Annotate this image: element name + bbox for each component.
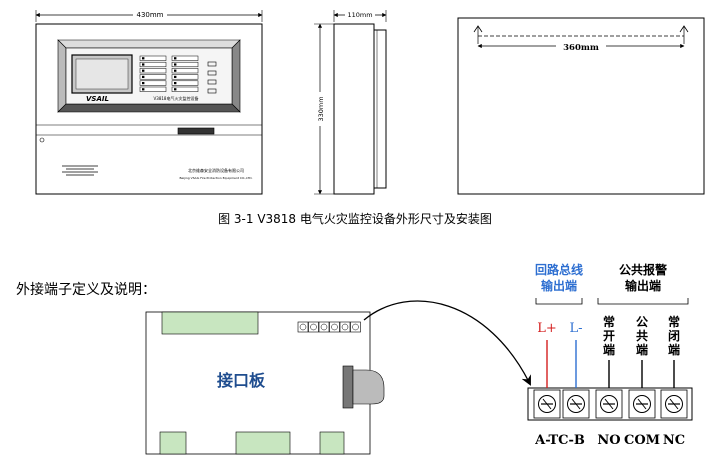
board-connector-top (161, 311, 259, 335)
keypad-key-led (174, 75, 177, 78)
board-label: 接口板 (217, 371, 266, 390)
front-width-label: 430mm (137, 11, 164, 19)
terminal-label-char: 共 (636, 328, 648, 343)
terminal-label-char: 公 (636, 315, 648, 329)
terminal-label-char: 常 (668, 314, 680, 329)
terminal-label-char: 闭 (668, 328, 680, 343)
loop-bus-bracket (535, 298, 583, 305)
board-terminal-screw (350, 321, 361, 333)
company-name-en: Beijing VSAIL Fire Protection Equipment … (179, 176, 252, 180)
keypad-key (139, 74, 167, 80)
keypad-key-led (174, 82, 177, 85)
board-connector-bottom-2 (235, 431, 291, 455)
terminal-code-no: NO (597, 433, 620, 448)
terminal-label-char: 端 (668, 342, 680, 357)
terminal-label-char: 开 (603, 329, 615, 343)
front-view: 430mm VSAIL V3818电气火灾监控设备 (35, 8, 263, 195)
board-terminal-screw-head (331, 323, 338, 331)
board-terminal-screw-head (299, 323, 307, 331)
terminal-screw-slot (571, 398, 581, 410)
terminal-screw-slot (669, 398, 679, 410)
connection-arrow (363, 300, 531, 386)
cabinet-side (333, 23, 375, 195)
loop-bus-title-line1: 回路总线 (535, 262, 583, 277)
keypad-key-led (174, 57, 177, 60)
alarm-title-line1: 公共报警 (619, 262, 667, 277)
terminal-label-char: 端 (636, 342, 648, 357)
keypad-key (171, 55, 199, 61)
terminal-code-nc: NC (663, 433, 685, 448)
keypad-key (139, 68, 167, 74)
keypad-key-led (174, 69, 177, 72)
terminal-screw-slot (542, 398, 552, 410)
board-outline (145, 311, 371, 455)
terminal-label: L+ (537, 321, 557, 336)
interface-board: 接口板 (145, 311, 385, 455)
keypad-key (139, 86, 167, 92)
terminal-group-loop-bus: 回路总线 输出端 (535, 262, 583, 305)
keypad-key-led (142, 69, 145, 72)
terminal-screw-slot (637, 398, 647, 410)
terminal-label-char: 常 (603, 314, 615, 329)
hole-spacing-label: 360mm (563, 43, 599, 53)
board-terminal-screw (318, 321, 330, 333)
keypad-key-led (174, 88, 177, 91)
board-terminal-screw-head (320, 323, 328, 331)
terminal-code-bus: A-TC-B (534, 433, 585, 448)
model-text: V3818电气火灾监控设备 (154, 95, 199, 101)
keypad-key (171, 61, 199, 68)
terminal-group-alarm: 公共报警 输出端 (597, 262, 689, 305)
ribbon-cable (342, 365, 385, 409)
keypad-key-led (142, 63, 145, 66)
keypad-key (139, 55, 167, 61)
keypad-key (171, 80, 199, 86)
alarm-bracket (597, 298, 689, 305)
keypad-key (139, 61, 167, 68)
board-terminal-screw-head (352, 323, 359, 331)
height-label: 330mm (317, 96, 325, 121)
keypad-key-led (142, 88, 145, 91)
company-name-cn: 北京维森安全消防设备有限公司 (188, 167, 244, 173)
side-view: 110mm 330mm (313, 9, 387, 195)
keypad (139, 55, 199, 92)
section-heading: 外接端子定义及说明： (16, 281, 156, 298)
printer-slot (177, 127, 215, 135)
board-terminal-screw (297, 321, 309, 333)
terminal-code-com: COM (624, 433, 660, 448)
keypad-key (139, 80, 167, 86)
board-terminal-screw (329, 321, 340, 333)
mounting-hole-right (679, 25, 689, 33)
figure-caption: 图 3-1 V3818 电气火灾监控设备外形尺寸及安装图 (218, 211, 492, 226)
terminal-screw-slot (604, 398, 614, 410)
vent-grille (62, 165, 98, 176)
board-terminal-strip (297, 321, 361, 333)
mounting-hole-left (473, 25, 483, 33)
keypad-key-led (142, 82, 145, 85)
board-terminal-screw (308, 321, 319, 333)
loop-bus-title-line2: 输出端 (541, 278, 577, 293)
board-terminal-screw-head (310, 323, 317, 331)
mounting-view: 360mm (457, 17, 705, 195)
keypad-key-led (142, 75, 145, 78)
terminal-block (527, 387, 693, 421)
alarm-title-line2: 输出端 (625, 278, 661, 293)
terminal-label: L- (569, 321, 582, 336)
board-connector-bottom-1 (159, 431, 187, 455)
keypad-key (171, 86, 199, 92)
side-depth-label: 110mm (347, 11, 372, 19)
keypad-key-led (174, 63, 177, 66)
keypad-key (171, 74, 199, 80)
terminal-label-char: 端 (603, 342, 615, 357)
keypad-key-led (142, 57, 145, 60)
board-connector-bottom-3 (319, 431, 345, 455)
board-terminal-screw (339, 321, 351, 333)
board-terminal-screw-head (341, 323, 349, 331)
keypad-key (171, 68, 199, 74)
brand-logo: VSAIL (86, 95, 109, 103)
